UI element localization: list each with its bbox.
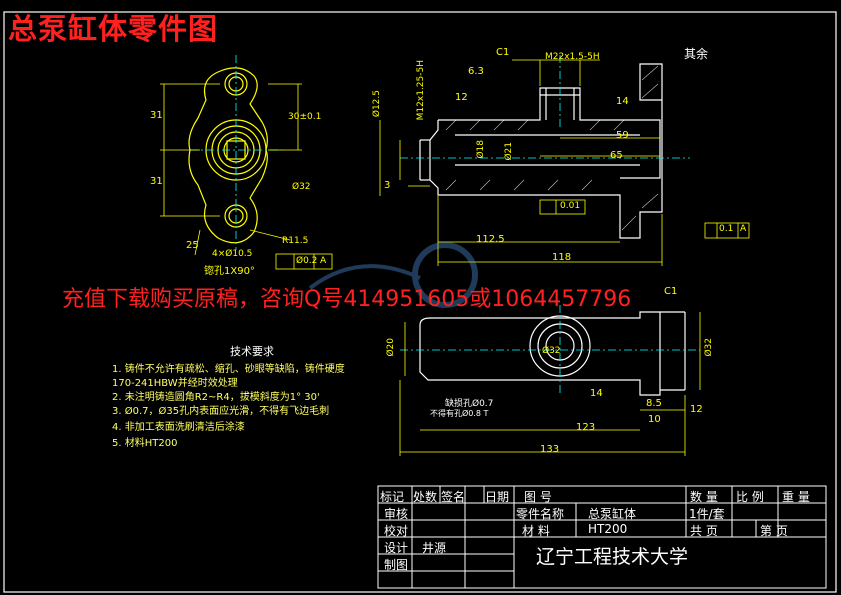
drawing-title: 总泵缸体零件图	[8, 12, 219, 46]
tb-page-no: 第 页	[760, 524, 788, 538]
dim-diam-32-bottom: Ø32	[542, 346, 561, 356]
tb-date: 日期	[485, 490, 510, 504]
dim-diam-18: Ø18	[476, 140, 486, 159]
tech-line-3: 2. 未注明铸造圆角R2~R4，拔模斜度为1° 30'	[112, 392, 320, 403]
dim-133: 133	[540, 444, 560, 455]
tb-total-pages: 共 页	[690, 524, 718, 538]
dim-65: 65	[610, 150, 623, 161]
bottom-centerlines	[400, 305, 700, 395]
section-view	[419, 63, 663, 239]
surface-roughness-note: 其余	[684, 47, 709, 61]
tb-weight: 重 量	[782, 490, 810, 504]
tb-marks: 标记	[380, 490, 405, 504]
roughness-6-3: 6.3	[468, 66, 484, 77]
dim-31-upper: 31	[150, 110, 163, 121]
dim-14-bottom: 14	[590, 388, 603, 399]
left-dimension-lines	[160, 83, 333, 270]
section-centerline	[400, 55, 690, 159]
dim-diam-12-5: Ø12.5	[372, 90, 382, 118]
dim-diam-20: Ø20	[386, 338, 396, 357]
tb-designer: 井源	[422, 541, 447, 555]
tech-line-2: 170-241HBW并经时效处理	[112, 378, 238, 389]
tech-line-6: 5. 材料HT200	[112, 438, 178, 449]
tb-count: 处数	[413, 490, 438, 504]
dim-25: 25	[186, 240, 199, 251]
dim-59: 59	[616, 130, 629, 141]
section-hatch	[445, 65, 659, 231]
datum-a-left: A	[320, 256, 327, 266]
section-dimension-lines	[379, 59, 750, 266]
dim-diam-21: Ø21	[504, 142, 514, 161]
perpendicularity-tolerance: 0.1	[719, 224, 734, 234]
promo-banner: 充值下载购买原稿，咨询Q号414951605或1064457796	[62, 287, 632, 312]
tb-qty: 数 量	[690, 490, 718, 504]
dim-30: 30±0.1	[288, 112, 322, 122]
dim-118: 118	[552, 252, 572, 263]
hole-note-1: 缺损孔Ø0.7	[445, 399, 494, 409]
dim-4-holes: 4×Ø10.5	[212, 249, 253, 259]
flatness-tolerance: 0.01	[560, 201, 581, 211]
title-block-grid	[377, 485, 827, 589]
tb-sign: 签名	[441, 490, 466, 504]
tb-school: 辽宁工程技术大学	[536, 546, 689, 568]
watermark-logo	[308, 242, 478, 308]
dim-r11-5: R11.5	[282, 236, 309, 246]
hole-note-2: 不得有孔Ø0.8 T	[430, 409, 489, 418]
tech-requirements-title: 技术要求	[230, 345, 274, 358]
thread-m22: M22x1.5-5H	[545, 52, 600, 62]
dim-10: 10	[648, 414, 661, 425]
dim-31-lower: 31	[150, 176, 163, 187]
dim-12-angle: 12	[690, 404, 703, 415]
dim-12-top: 12	[455, 92, 468, 103]
dim-3: 3	[384, 180, 391, 191]
tech-line-5: 4. 非加工表面洗刷清洁后涂漆	[112, 422, 245, 433]
tb-part-name-label: 零件名称	[516, 507, 565, 521]
tb-material-label: 材 料	[522, 524, 550, 538]
dim-diam-32-left: Ø32	[292, 182, 311, 192]
tb-material: HT200	[588, 522, 628, 536]
tb-drawing-no: 图 号	[524, 490, 552, 504]
thread-m12: M12x1.25-5H	[416, 60, 426, 121]
bottom-dimension-lines	[399, 312, 701, 456]
tb-review: 审核	[384, 507, 409, 521]
chamfer-c1-top: C1	[496, 47, 510, 58]
tech-line-1: 1. 铸件不允许有疏松、缩孔、砂眼等缺陷，铸件硬度	[112, 364, 345, 375]
left-centerlines	[190, 55, 282, 250]
dim-112-5: 112.5	[476, 234, 505, 245]
tb-design: 设计	[384, 541, 409, 555]
dim-8-5: 8.5	[646, 398, 662, 409]
countersink-note: 锪孔1X90°	[204, 266, 255, 277]
dim-123: 123	[576, 422, 596, 433]
datum-a-right: A	[740, 224, 747, 234]
left-flange-view	[188, 67, 268, 244]
dim-14: 14	[616, 96, 629, 107]
position-tolerance: Ø0.2	[296, 256, 318, 266]
tb-scale: 比 例	[736, 490, 764, 504]
drawing-border	[3, 11, 837, 593]
tb-part-name: 总泵缸体	[588, 507, 637, 521]
tb-draw: 制图	[384, 558, 409, 572]
dim-diam-32-right: Ø32	[704, 338, 714, 357]
tb-qty-value: 1件/套	[689, 507, 725, 521]
tech-line-4: 3. Ø0.7，Ø35孔内表面应光滑，不得有飞边毛刺	[112, 406, 330, 417]
tb-check: 校对	[384, 524, 409, 538]
chamfer-c1-bottom: C1	[664, 286, 678, 297]
